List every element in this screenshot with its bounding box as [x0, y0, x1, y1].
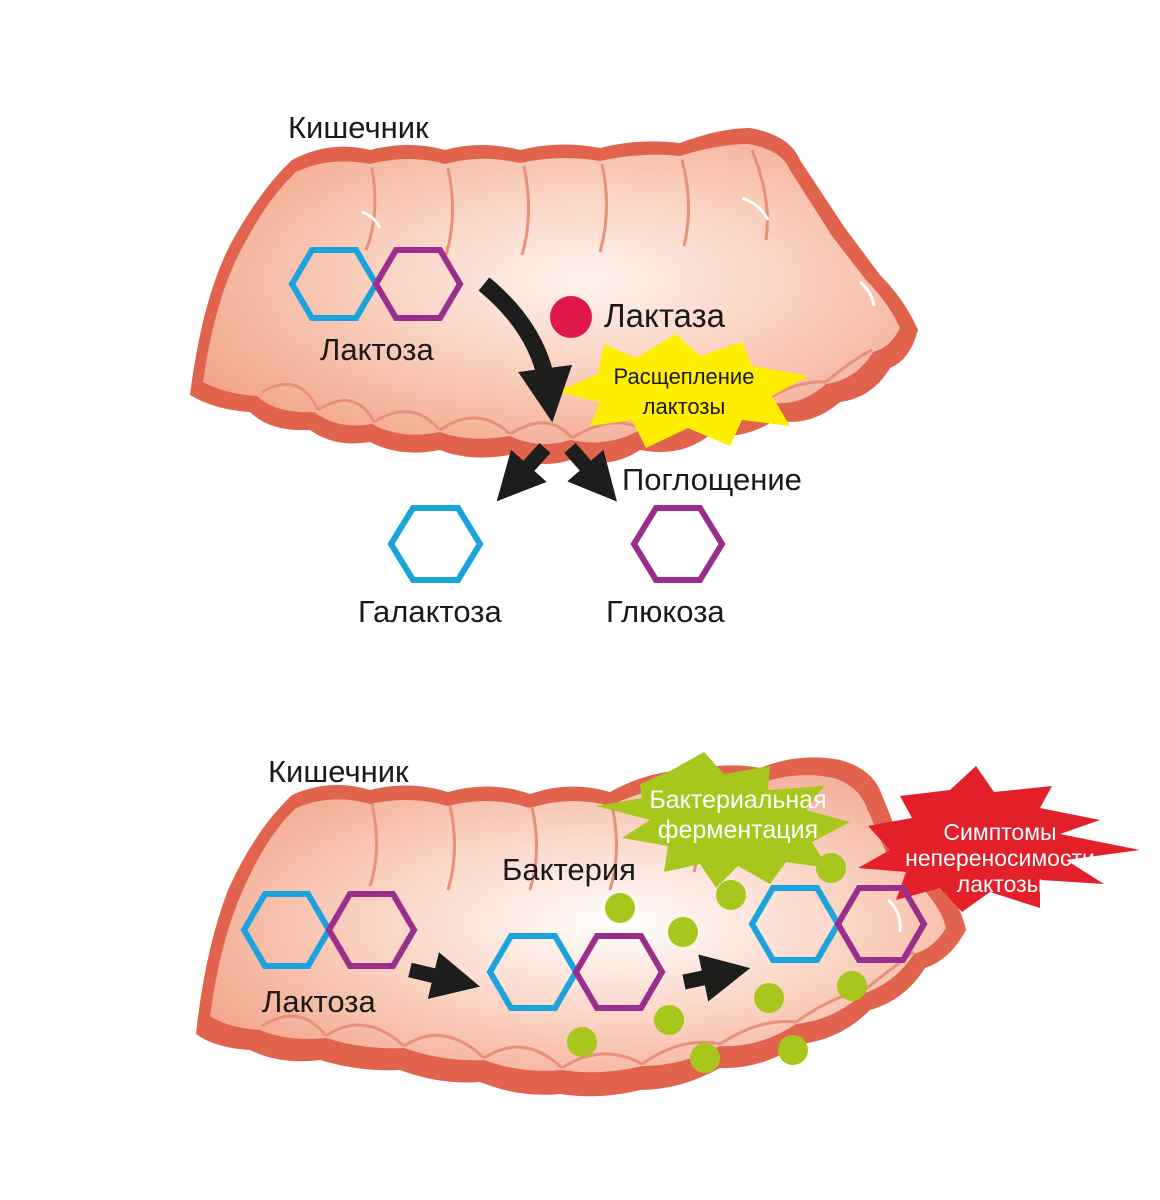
- fermentation-text-line1: Бактериальная: [649, 786, 826, 814]
- symptoms-text-line3: лактозы: [957, 871, 1043, 897]
- lactase-dot: [550, 296, 592, 338]
- galactose-hexagon-free: [387, 505, 484, 583]
- glucose-hexagon: [372, 247, 464, 321]
- burst-text-line2: лактозы: [643, 394, 726, 419]
- bacterium: [837, 971, 867, 1001]
- flow-arrow-2: [682, 954, 751, 1002]
- glucose-hexagon: [834, 885, 928, 963]
- intestine-top-wall: [203, 144, 900, 445]
- bacterium: [778, 1035, 808, 1065]
- intestine-bottom-fold: [261, 950, 915, 1070]
- lactose-label-top: Лактоза: [320, 332, 434, 367]
- burst-text-line1: Расщепление: [614, 364, 755, 389]
- glucose-label: Глюкоза: [606, 594, 725, 629]
- bacterium: [567, 1027, 597, 1057]
- glucose-hexagon: [572, 933, 666, 1011]
- galactose-arrow: [496, 442, 551, 502]
- lactase-label: Лактаза: [604, 297, 726, 334]
- lactose-label-bottom: Лактоза: [262, 984, 376, 1019]
- top-panel: Кишечник Лактоза Лактаза Расщепление лак…: [190, 110, 918, 629]
- bacterium: [816, 853, 846, 883]
- flow-arrow-1: [408, 952, 481, 999]
- intestine-label-top: Кишечник: [288, 110, 429, 145]
- bacteria-cluster: [567, 853, 867, 1073]
- bacterium: [754, 983, 784, 1013]
- bacterium: [690, 1043, 720, 1073]
- symptoms-burst: [858, 766, 1140, 912]
- bacterium: [668, 917, 698, 947]
- lactose-molecule-bottom-1: [240, 891, 418, 969]
- symptoms-text-line2: непереносимости: [905, 845, 1095, 871]
- lactose-breakdown-burst: [556, 334, 808, 448]
- intestine-label-bottom: Кишечник: [268, 754, 409, 789]
- lactose-molecule-top: [288, 247, 464, 321]
- bacterium: [605, 893, 635, 923]
- breakdown-arrow: [478, 277, 573, 423]
- intestine-top-highlight: [361, 196, 876, 307]
- lactose-molecule-bottom-2: [486, 933, 666, 1011]
- fermentation-text-line2: ферментация: [658, 816, 818, 844]
- lactose-molecule-bottom-3: [748, 885, 928, 963]
- symptoms-text-line1: Симптомы: [943, 819, 1056, 845]
- bacterium: [654, 1005, 684, 1035]
- absorption-label: Поглощение: [622, 462, 802, 497]
- bacterium: [716, 880, 746, 910]
- glucose-arrow: [564, 443, 617, 502]
- bottom-panel: Кишечник Бактериальная ферментация Симпт…: [196, 752, 1140, 1097]
- intestine-bottom-fold: [368, 785, 773, 891]
- intestine-top-fold: [364, 149, 769, 256]
- fermentation-burst: [596, 752, 850, 888]
- glucose-hexagon: [325, 891, 418, 969]
- glucose-hexagon-free: [630, 505, 726, 583]
- galactose-label: Галактоза: [358, 594, 502, 629]
- bacteria-label: Бактерия: [502, 852, 636, 887]
